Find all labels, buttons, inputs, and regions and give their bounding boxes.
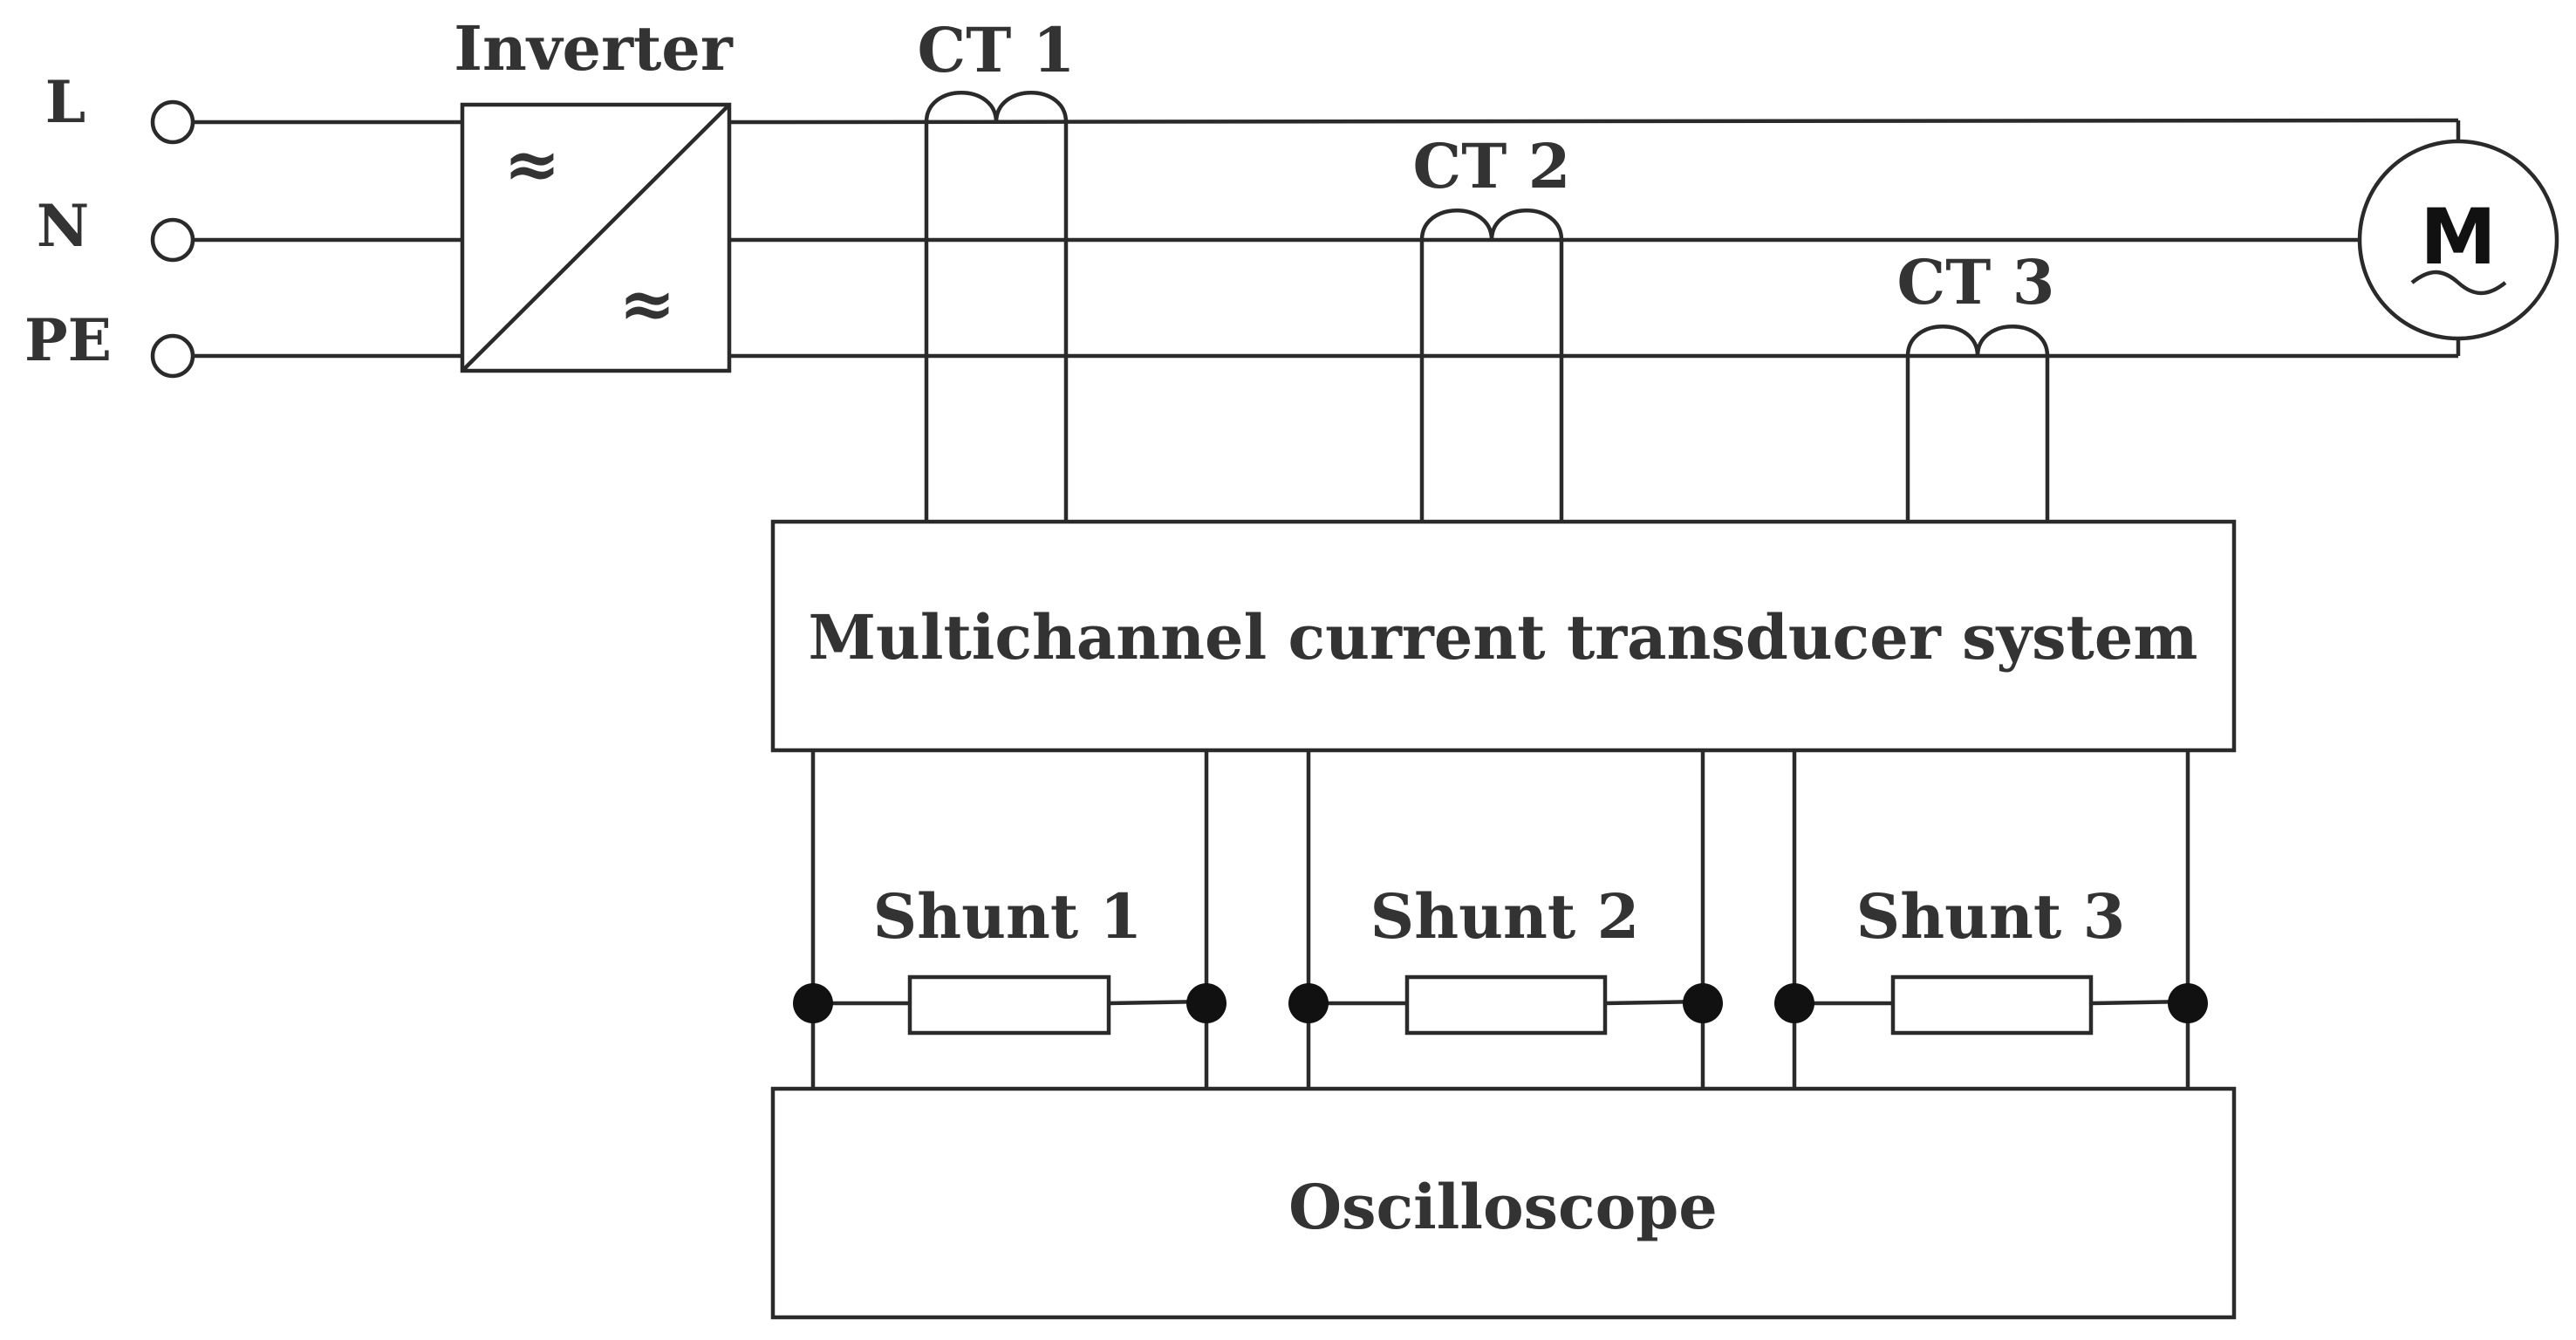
oscilloscope-label: Oscilloscope xyxy=(1288,1171,1718,1243)
current-transformer-1: CT 1 xyxy=(918,14,1076,522)
output-lines xyxy=(728,118,2461,359)
shunt3-node-left xyxy=(1774,983,1814,1023)
inverter-title: Inverter xyxy=(454,12,734,85)
current-transformer-3: CT 3 xyxy=(1897,246,2055,522)
shunt1-resistor xyxy=(907,974,1111,1036)
terminal-circle-pe xyxy=(150,333,195,379)
oscilloscope: Oscilloscope xyxy=(770,1086,2237,1320)
motor-ac-wave xyxy=(2410,270,2507,296)
transducer-label: Multichannel current transducer system xyxy=(808,601,2197,673)
motor: M xyxy=(2357,139,2559,341)
wire-l-out xyxy=(728,118,2459,125)
terminal-circle-l xyxy=(150,99,195,145)
shunt3-label: Shunt 3 xyxy=(1856,880,2126,953)
terminal-label-l: L xyxy=(45,68,85,136)
terminal-label-n: N xyxy=(37,192,89,260)
shunt1-node-left xyxy=(793,983,833,1023)
shunt2-label: Shunt 2 xyxy=(1370,880,1640,953)
shunt3-node-right xyxy=(2168,983,2208,1023)
shunt-2: Shunt 2 xyxy=(1288,750,1723,1089)
ct2-label: CT 2 xyxy=(1413,130,1571,202)
ct3-coil xyxy=(1905,325,2050,522)
current-transformer-2: CT 2 xyxy=(1413,130,1571,522)
inverter-symbol-in: ≈ xyxy=(503,125,560,204)
shunt-1: Shunt 1 xyxy=(793,750,1227,1089)
shunt2-node-right xyxy=(1683,983,1723,1023)
ct1-coil xyxy=(924,91,1069,522)
shunt2-resistor xyxy=(1404,974,1608,1036)
shunt3-resistor xyxy=(1890,974,2094,1036)
ct2-coil xyxy=(1419,209,1564,522)
inverter-symbol-out: ≈ xyxy=(618,264,675,344)
transducer-box xyxy=(770,519,2237,753)
transducer-system: Multichannel current transducer system xyxy=(770,519,2237,753)
ct1-label: CT 1 xyxy=(918,14,1076,86)
shunt1-node-right xyxy=(1186,983,1227,1023)
ct3-label: CT 3 xyxy=(1897,246,2055,318)
input-terminals: L N PE xyxy=(24,68,462,379)
oscilloscope-box xyxy=(770,1086,2237,1320)
inverter-diagonal xyxy=(461,103,731,373)
inverter: Inverter ≈ ≈ xyxy=(454,12,734,373)
terminal-label-pe: PE xyxy=(24,306,112,374)
motor-letter: M xyxy=(2420,192,2497,282)
shunt-3: Shunt 3 xyxy=(1774,750,2208,1089)
terminal-circle-n xyxy=(150,217,195,263)
motor-circle xyxy=(2357,139,2559,341)
shunt2-node-left xyxy=(1288,983,1329,1023)
shunt1-label: Shunt 1 xyxy=(873,880,1143,953)
